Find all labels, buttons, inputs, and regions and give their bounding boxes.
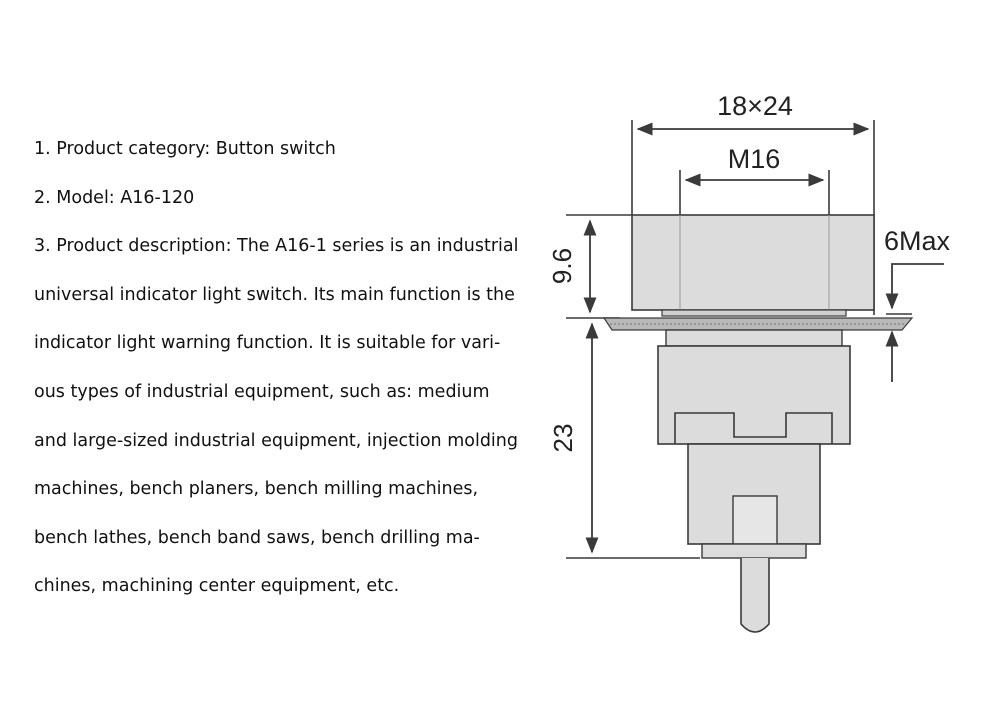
dim-label-body-length: 23 bbox=[548, 424, 578, 453]
dim-label-panel-thickness: 6Max bbox=[884, 226, 951, 256]
spec-line: indicator light warning function. It is … bbox=[34, 333, 501, 354]
dim-label-thread: M16 bbox=[728, 144, 781, 174]
spec-line: 2. Model: A16-120 bbox=[34, 187, 195, 208]
spec-line: machines, bench planers, bench milling m… bbox=[34, 479, 479, 500]
switch-body bbox=[657, 345, 851, 445]
spec-line: 1. Product category: Button switch bbox=[34, 139, 336, 159]
product-description: 1. Product category: Button switch 2. Mo… bbox=[34, 137, 524, 623]
terminal-window bbox=[732, 495, 778, 545]
spec-line: bench lathes, bench band saws, bench dri… bbox=[34, 527, 480, 548]
spec-line: ous types of industrial equipment, such … bbox=[34, 381, 490, 402]
spec-line: 3. Product description: The A16-1 series… bbox=[34, 236, 519, 257]
collar bbox=[665, 329, 843, 347]
switch-dimension-drawing: 18×24 M16 6Max 9.6 23 bbox=[547, 91, 951, 633]
bezel-ring bbox=[661, 309, 847, 317]
terminal-pin bbox=[740, 558, 770, 633]
base-step bbox=[701, 543, 807, 559]
body-notch bbox=[674, 412, 833, 444]
dimension-arrows bbox=[583, 122, 944, 554]
spec-line: chines, machining center equipment, etc. bbox=[34, 576, 400, 597]
dim-leader-panel bbox=[885, 263, 944, 310]
switch-cap bbox=[631, 214, 875, 311]
spec-line: universal indicator light switch. Its ma… bbox=[34, 284, 515, 305]
spec-line: and large-sized industrial equipment, in… bbox=[34, 430, 518, 451]
dim-label-head-height: 9.6 bbox=[547, 248, 577, 284]
dim-label-outer-width: 18×24 bbox=[717, 91, 793, 121]
